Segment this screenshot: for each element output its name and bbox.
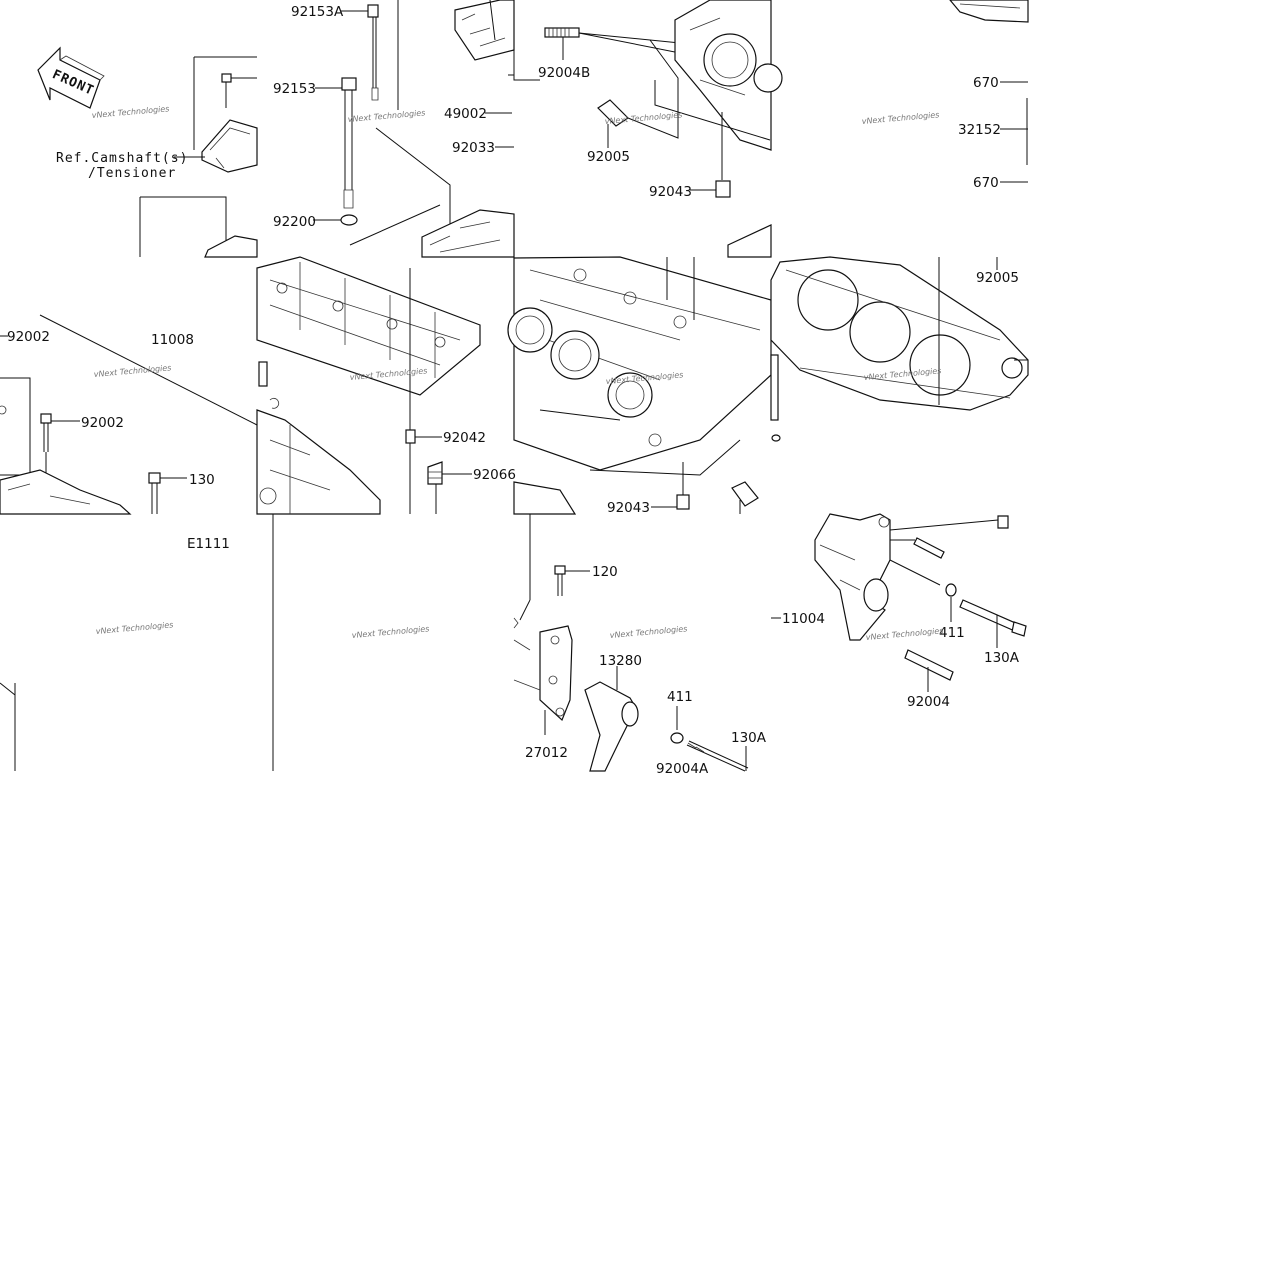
- part-label-92200: 92200: [273, 214, 316, 230]
- part-label-130: 130: [189, 472, 215, 488]
- part-label-92002-bolt: 92002: [81, 415, 124, 431]
- part-label-92005-gasket: 92005: [976, 270, 1019, 286]
- part-label-92042: 92042: [443, 430, 486, 446]
- part-label-92004B: 92004B: [538, 65, 590, 81]
- watermark: vNext Technologies: [347, 108, 425, 124]
- watermark: vNext Technologies: [95, 620, 173, 636]
- ref-camshaft-label: Ref.Camshaft(s): [56, 151, 188, 166]
- part-label-32152: 32152: [958, 122, 1001, 138]
- cylinder-head-right: [513, 0, 783, 258]
- watermark: vNext Technologies: [865, 626, 943, 642]
- engine-mount-bracket: [513, 514, 749, 772]
- part-label-670-upper: 670: [973, 75, 999, 91]
- part-label-670-lower: 670: [973, 175, 999, 191]
- cylinder-head-main: [507, 256, 781, 515]
- part-label-92005-upper: 92005: [587, 149, 630, 165]
- part-label-92004A: 92004A: [656, 761, 709, 777]
- watermark: vNext Technologies: [861, 110, 939, 126]
- part-label-411-left: 411: [667, 689, 693, 705]
- camshaft-holder: [256, 256, 481, 515]
- camshaft-cap-tile5: [0, 314, 258, 515]
- part-label-92153A: 92153A: [291, 4, 344, 20]
- watermark: vNext Technologies: [609, 624, 687, 640]
- part-label-11004: 11004: [782, 611, 825, 627]
- part-label-92066: 92066: [473, 467, 516, 483]
- part-label-92043-lower: 92043: [607, 500, 650, 516]
- gasket-top-fragment: [949, 0, 1029, 23]
- cylinder-head-gasket: [770, 256, 1029, 411]
- part-label-11008: 11008: [151, 332, 194, 348]
- part-label-130A-left: 130A: [731, 730, 767, 746]
- part-label-92033: 92033: [452, 140, 495, 156]
- watermark: vNext Technologies: [91, 104, 169, 120]
- part-label-92004: 92004: [907, 694, 950, 710]
- part-label-27012: 27012: [525, 745, 568, 761]
- engine-mount-right: [771, 513, 1027, 692]
- part-label-49002: 49002: [444, 106, 487, 122]
- stud-92004B: [544, 27, 691, 60]
- part-label-411-right: 411: [939, 625, 965, 641]
- front-arrow: FRONT: [37, 46, 105, 109]
- part-label-13280: 13280: [599, 653, 642, 669]
- part-label-130A-right: 130A: [984, 650, 1020, 666]
- cylinder-head-upper: [421, 0, 515, 258]
- head-bolts: [313, 0, 451, 246]
- ref-tensioner-label: /Tensioner: [88, 166, 176, 181]
- stud-92005-upper: [597, 39, 679, 148]
- part-label-92043-upper: 92043: [649, 184, 692, 200]
- camshaft-cap-assembly: [139, 56, 258, 258]
- oring-pipe-32152: [1000, 81, 1028, 183]
- leader-left-bottom-2: [0, 682, 16, 696]
- watermark: vNext Technologies: [93, 363, 171, 379]
- part-label-120: 120: [592, 564, 618, 580]
- watermark: vNext Technologies: [351, 624, 429, 640]
- part-label-92002-left: 92002: [7, 329, 50, 345]
- diagram-code: E1111: [187, 536, 230, 552]
- part-label-92153: 92153: [273, 81, 316, 97]
